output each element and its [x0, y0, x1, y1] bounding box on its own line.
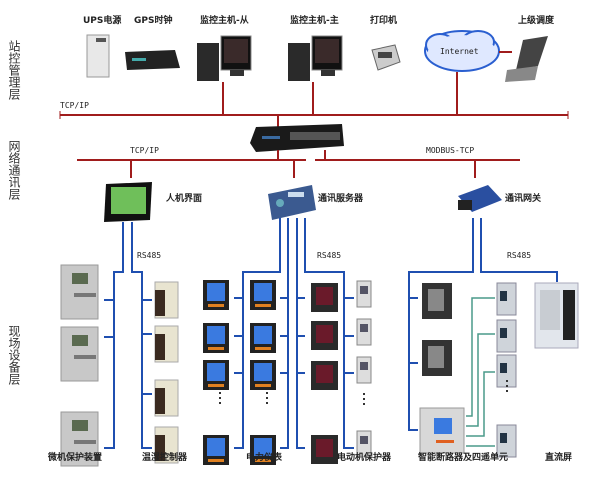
laptop-icon	[505, 36, 548, 82]
molded-case-breaker-icon	[496, 354, 517, 388]
monitor-master-icon	[288, 35, 343, 81]
protection-device-icon	[60, 264, 99, 320]
miniature-breaker-icon	[356, 356, 372, 384]
layer-label-network: 网络通讯层	[7, 140, 21, 201]
molded-case-breaker-icon	[496, 319, 517, 353]
temp-humidity-controller-icon	[154, 281, 179, 319]
power-meter-icon	[250, 323, 276, 353]
ups-label: UPS电源	[83, 14, 121, 26]
temp-humidity-controller-icon	[154, 325, 179, 363]
rs485-hmi-label: RS485	[137, 251, 161, 260]
top-bus-label: TCP/IP	[60, 101, 89, 110]
motor-protector-icon	[311, 361, 338, 390]
internet-label: Internet	[440, 47, 479, 56]
smart-breaker-icon	[422, 283, 452, 319]
miniature-breaker-icon	[356, 280, 372, 308]
gps-clock-icon	[125, 50, 180, 70]
network-switch-icon	[250, 124, 344, 152]
power-meter-label: 电力仪表	[246, 451, 283, 463]
four-remote-unit-icon	[419, 407, 465, 454]
top-tcpip-bus	[59, 72, 569, 132]
power-meter-icon	[250, 435, 276, 465]
motor-protector-icon	[311, 321, 338, 350]
protection-device-icon	[60, 411, 99, 467]
temp-humidity-label: 温湿控制器	[142, 451, 188, 463]
power-meter-icon	[203, 280, 229, 310]
comm-gateway-icon	[458, 185, 502, 212]
smart-breaker-icon	[422, 340, 452, 376]
miniature-breaker-icon	[356, 318, 372, 346]
monitor-slave-label: 监控主机-从	[200, 14, 249, 26]
molded-case-breaker-icon	[496, 282, 517, 316]
layer-label-field: 现场设备层	[7, 325, 21, 386]
monitor-slave-icon	[197, 35, 252, 81]
power-meter-icon	[203, 360, 229, 390]
power-meter-icon	[250, 280, 276, 310]
dc-panel-label: 直流屏	[545, 451, 572, 463]
power-meter-icon	[203, 435, 229, 465]
ellipsis-dots	[266, 392, 268, 404]
temp-humidity-controller-icon	[154, 379, 179, 417]
molded-case-breaker-icon	[496, 424, 517, 458]
ellipsis-dots	[219, 392, 221, 404]
field-devices	[60, 264, 579, 467]
ups-icon	[86, 34, 110, 78]
ellipsis-dots	[506, 380, 508, 392]
hmi-touchscreen-icon	[104, 182, 152, 222]
motor-protector-icon	[311, 283, 338, 312]
ellipsis-dots	[363, 393, 365, 405]
second-level-buses	[77, 150, 520, 178]
temp-humidity-controller-icon	[154, 426, 179, 464]
rs485-server-label: RS485	[317, 251, 341, 260]
miniature-breaker-icon	[356, 430, 372, 458]
gps-label: GPS时钟	[134, 14, 172, 26]
rs485-lines	[104, 218, 558, 449]
comm-server-label: 通讯服务器	[318, 192, 364, 204]
motor-protector-icon	[311, 435, 338, 464]
rs485-gateway-label: RS485	[507, 251, 531, 260]
dispatch-label: 上级调度	[518, 14, 555, 26]
mesh-unit-links	[466, 297, 495, 447]
layer-label-station: 站控管理层	[7, 40, 21, 101]
protection-device-icon	[60, 326, 99, 382]
internet-cloud-icon: Internet	[424, 30, 500, 72]
protection-label: 微机保护装置	[47, 451, 102, 463]
comm-gateway-label: 通讯网关	[505, 192, 541, 204]
left-bus-label: TCP/IP	[130, 146, 159, 155]
dc-panel-icon	[534, 282, 579, 349]
printer-icon	[371, 44, 401, 71]
comm-server-icon	[268, 185, 316, 220]
monitor-master-label: 监控主机-主	[290, 14, 339, 26]
hmi-label: 人机界面	[165, 192, 202, 204]
motor-protector-label: 电动机保护器	[337, 451, 392, 463]
printer-label: 打印机	[370, 14, 397, 26]
right-bus-label: MODBUS-TCP	[426, 146, 474, 155]
power-meter-icon	[203, 323, 229, 353]
smart-breaker-label: 智能断路器及四遥单元	[418, 451, 508, 463]
power-meter-icon	[250, 360, 276, 390]
